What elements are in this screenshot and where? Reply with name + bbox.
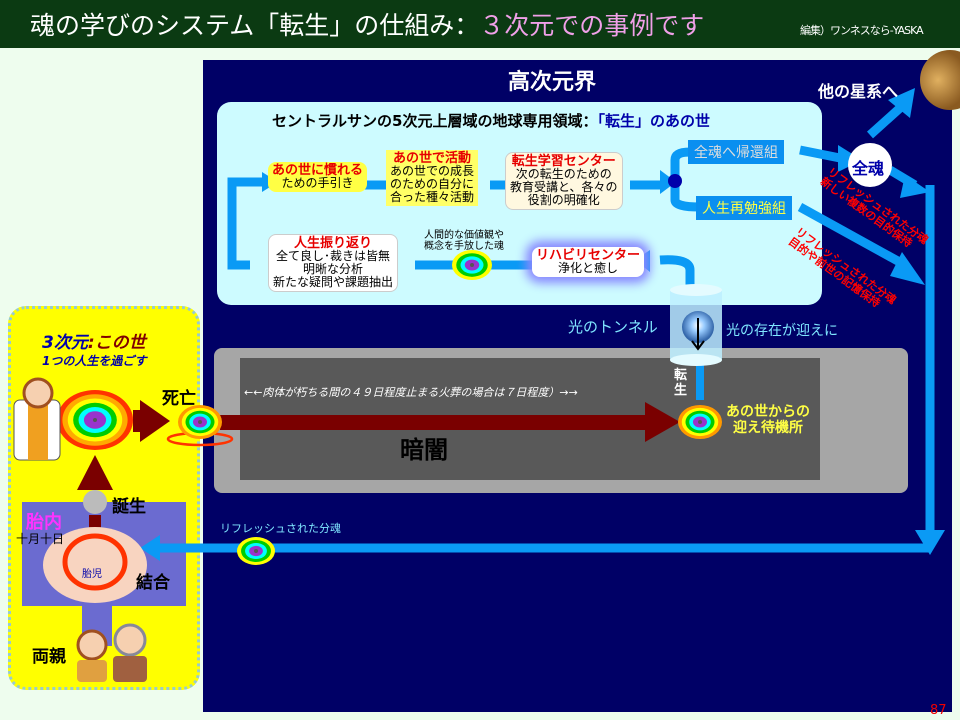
woman-icon [13,377,61,461]
soul-icon [452,250,492,280]
soul-icon [57,390,133,450]
rehab-center-box: リハビリセンター浄化と癒し [532,247,645,277]
darkness-label: 暗闇 [400,436,448,464]
reincarnation-label: 転生 [674,368,688,398]
waiting-area-label: あの世からの迎え待機所 [726,404,810,436]
other-star-label: 他の星系へ [818,82,899,101]
light-being-label: 光の存在が迎えに [726,323,838,339]
activity-box: あの世で活動あの世での成長のための自分に合った種々活動 [386,150,479,206]
light-tunnel-label: 光のトンネル [568,318,658,336]
fetus-label: 胎児 [82,569,102,580]
whole-soul-circle [848,143,892,187]
parents-label: 両親 [32,647,66,667]
life-review-box: 人生振り返り全て良し･裁きは皆無明晰な分析新たな疑問や課題抽出 [268,234,399,292]
title-main: 魂の学びのシステム「転生」の仕組み： [30,11,480,40]
birth-circle [83,490,107,514]
learning-center-box: 転生学習センター次の転生のための教育受講と、各々の役割の明確化 [505,152,623,210]
birth-label: 誕生 [112,497,146,517]
union-label: 結合 [136,573,170,593]
page-title: 魂の学びのシステム「転生」の仕組み：３次元での事例です [30,6,704,42]
planet-icon [920,50,960,110]
dark-red-arrows [77,400,680,530]
title-highlight: ３次元での事例です [479,11,705,40]
soul-icons [57,250,722,565]
fetus-ring [62,533,128,591]
womb-label: 胎内 [26,512,62,533]
released-soul-label: 人間的な価値観や概念を手放した魂 [424,230,504,252]
return-group-label: 全魂へ帰還組 [688,140,784,164]
down-arrow-icon [691,318,705,351]
soul-icon [178,405,222,439]
credit: 編集）ワンネスなら-YASKA [800,24,924,37]
adapt-box: あの世に慣れるための手引き [268,162,368,192]
soul-icon [678,405,722,439]
whole-soul-label: 全魂 [852,159,885,178]
refreshed-soul-label: リフレッシュされた分魂 [220,522,341,535]
header-bar [0,0,960,48]
death-label: 死亡 [162,389,196,409]
higher-realm-title: 高次元界 [508,70,597,95]
duration-note: ←←肉体が朽ちる間の４９日程度止まる火葬の場合は７日程度）→→ [244,386,578,399]
branch-dot [668,174,682,188]
central-sun-title: セントラルサンの5次元上層域の地球専用領域：「転生」のあの世 [272,112,710,130]
arrow-heads [140,88,945,561]
soul-icon [237,537,275,565]
page-number: 87 [930,703,947,718]
parents-icon [76,623,147,682]
restudy-group-label: 人生再勉強組 [696,196,792,220]
this-world-subtitle: 1つの人生を過ごす [42,354,147,368]
gestation-label: 十月十日 [16,532,65,546]
this-world-title: 3次元:この世 [42,333,146,353]
